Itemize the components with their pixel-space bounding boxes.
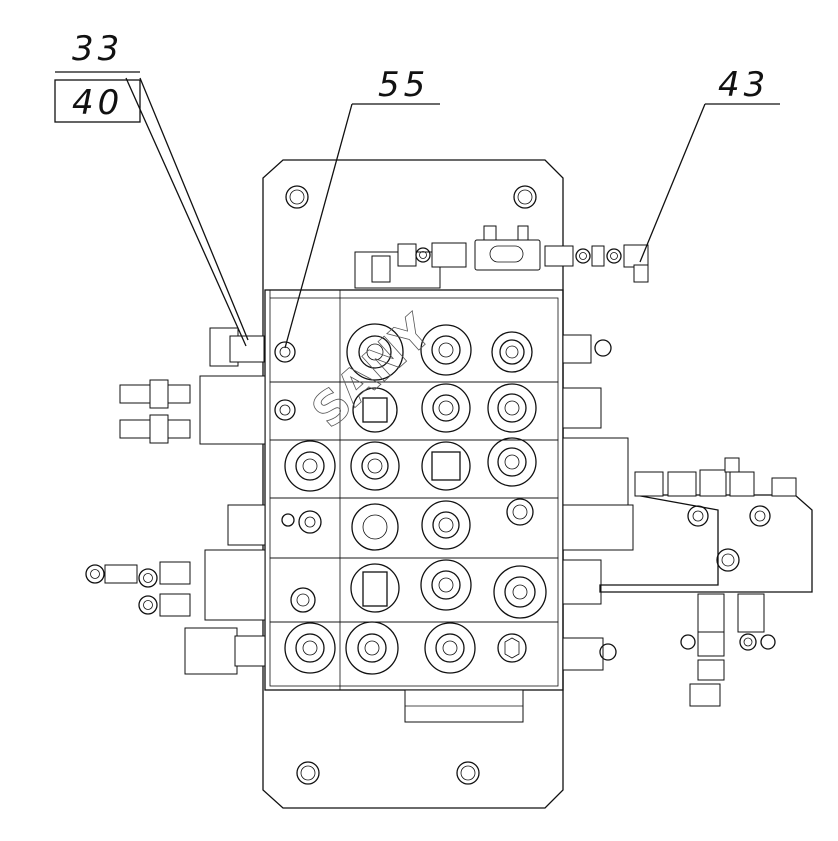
callout-55-label: 55 [378, 65, 429, 105]
callout-33-label: 33 [72, 29, 123, 69]
callout-43: 43 [705, 65, 780, 105]
leader-lines [125, 77, 706, 349]
callout-43-label: 43 [718, 65, 769, 105]
valve-spool-caps [274, 323, 547, 675]
callout-40-label: 40 [72, 83, 123, 123]
valve-body [264, 289, 564, 723]
callout-33: 33 [55, 29, 140, 73]
right-fittings [562, 334, 813, 707]
callout-40: 40 [54, 79, 141, 123]
callout-55: 55 [352, 65, 440, 105]
top-fitting-rail [354, 225, 649, 289]
left-fittings [85, 327, 266, 675]
